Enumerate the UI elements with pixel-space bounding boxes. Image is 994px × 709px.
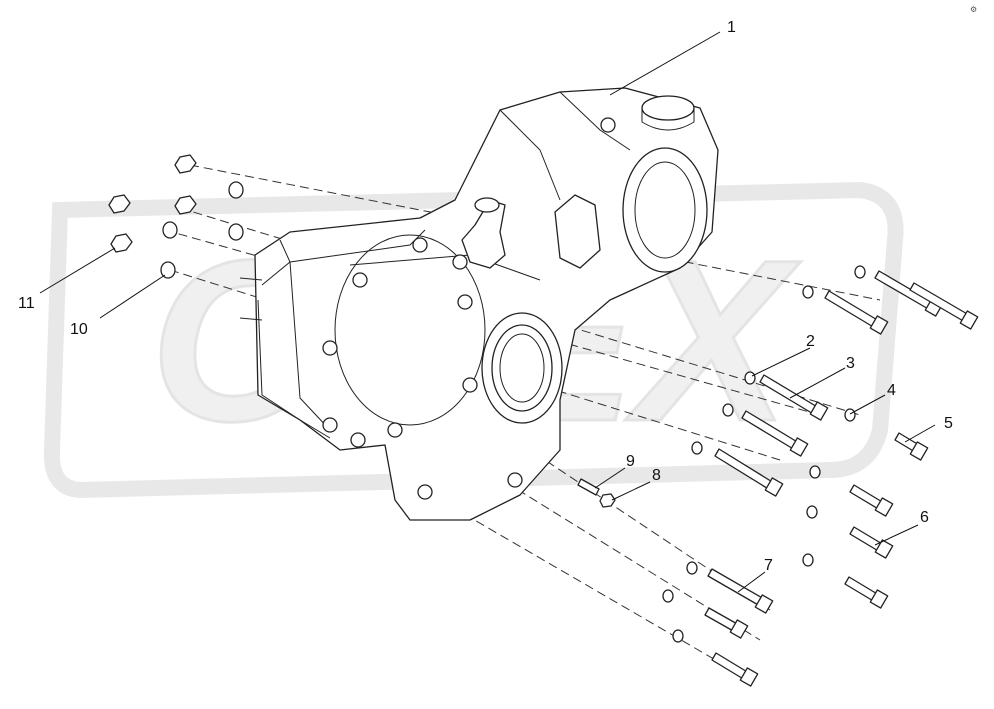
callout-8: 8 [652, 467, 661, 484]
callout-3: 3 [846, 355, 855, 372]
callout-11: 11 [18, 295, 35, 312]
corner-logo-icon: ⚙ [970, 5, 977, 14]
callout-labels: 1 2 3 4 5 6 7 8 9 10 11 [18, 19, 953, 574]
timing-gear-housing [239, 87, 719, 521]
callout-6: 6 [920, 509, 929, 526]
bolts-right [577, 265, 979, 687]
callout-9: 9 [626, 453, 635, 470]
leader-lines [39, 31, 936, 593]
callout-4: 4 [887, 382, 896, 399]
callout-7: 7 [764, 557, 773, 574]
nuts-and-washers-left [108, 154, 244, 279]
callout-10: 10 [70, 321, 88, 338]
callout-2: 2 [806, 333, 815, 350]
callout-5: 5 [944, 415, 953, 432]
callout-1: 1 [727, 19, 736, 36]
